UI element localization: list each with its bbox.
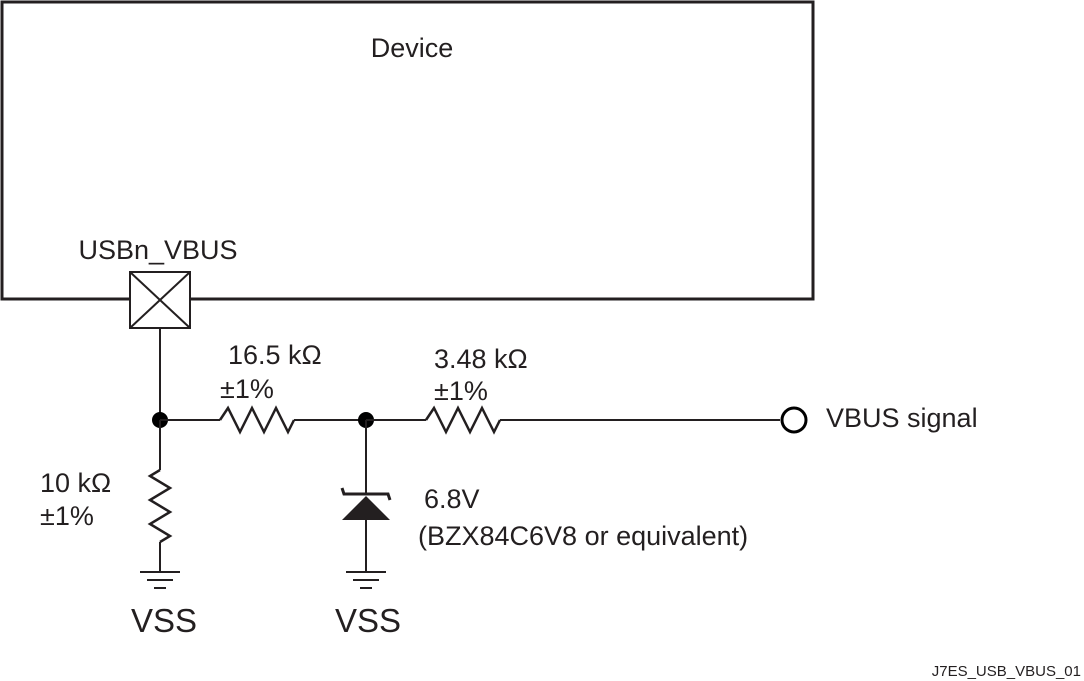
pin-usbn-vbus-icon [129,271,191,329]
resistor-3k48-icon [424,405,502,435]
ground-right-label: VSS [335,602,401,639]
ground-right-icon [346,571,386,589]
resistor-10k-icon [147,468,173,544]
r2-value: 3.48 kΩ [434,344,528,374]
resistor-16k5-icon [218,405,296,435]
ground-left-icon [140,571,180,589]
device-title: Device [371,33,454,63]
device-box [0,0,815,301]
r1-tolerance: ±1% [220,374,274,404]
r1-value: 16.5 kΩ [228,340,322,370]
output-terminal-icon [780,406,808,434]
zener-part: (BZX84C6V8 or equivalent) [418,521,748,551]
r3-value: 10 kΩ [40,468,111,498]
r2-tolerance: ±1% [434,376,488,406]
zener-diode-icon [340,487,392,520]
output-label: VBUS signal [826,403,978,433]
pin-label: USBn_VBUS [78,235,237,265]
ground-left-label: VSS [131,602,197,639]
zener-voltage: 6.8V [424,484,480,514]
figure-id: J7ES_USB_VBUS_01 [932,663,1081,680]
r3-tolerance: ±1% [40,501,94,531]
